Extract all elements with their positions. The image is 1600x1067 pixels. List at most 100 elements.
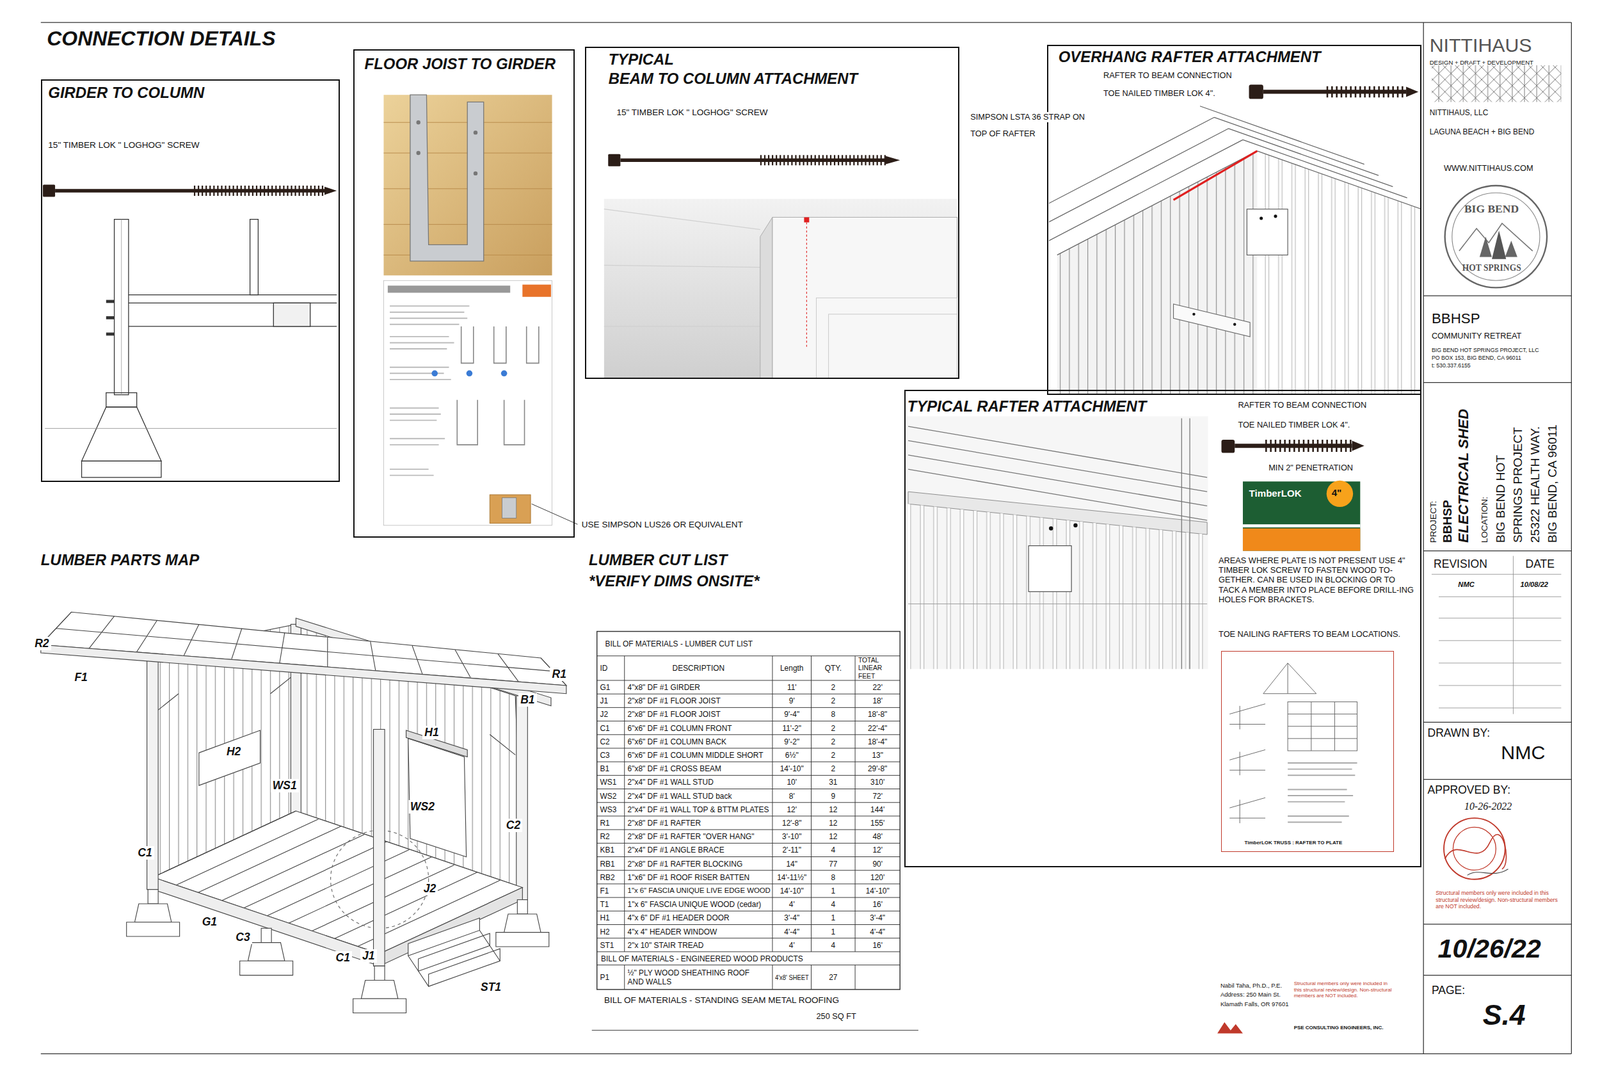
table-cell: 12' <box>786 805 797 815</box>
joist-hanger-photo <box>531 503 578 525</box>
parts-map-drawing <box>126 922 180 937</box>
table-cell: 72' <box>872 791 883 801</box>
beam-column-detail <box>604 209 761 327</box>
parts-map-drawing <box>408 929 500 987</box>
table-cell: 2"x4" DF #1 WALL STUD back <box>627 791 733 801</box>
parts-map-drawing <box>353 998 407 1013</box>
table-cell: 12' <box>872 845 883 855</box>
parts-map-drawing <box>373 728 386 966</box>
table-cell: B1 <box>600 764 610 774</box>
table-cell: 9'-4" <box>784 709 800 719</box>
overhang-rafter-detail <box>1263 89 1407 94</box>
girder-column-detail <box>106 392 137 408</box>
parts-map-drawing <box>152 877 380 967</box>
table-cell: WS2 <box>600 791 617 801</box>
timberlok-reference-sheet <box>1229 749 1266 776</box>
table-cell: 9 <box>830 791 836 801</box>
node-text: NMC <box>1457 580 1474 589</box>
table-cell: 8 <box>830 709 836 719</box>
timberlok-reference-sheet <box>1229 797 1266 824</box>
beam-column-detail <box>604 199 958 379</box>
overhang-rafter-detail <box>1048 106 1421 256</box>
joist-hanger-photo <box>473 171 478 176</box>
table-cell: 14" <box>785 859 798 869</box>
overhang-rafter-detail <box>1057 151 1258 394</box>
callout-label: H1 <box>422 725 441 740</box>
rafter-attachment-detail <box>906 416 1209 669</box>
table-cell: H2 <box>600 927 610 937</box>
girder-column-detail <box>128 295 337 327</box>
callout-label: G1 <box>200 915 220 929</box>
table-cell: TOTAL LINEAR FEET <box>858 656 900 681</box>
node-text: TOE NAILING RAFTERS TO BEAM LOCATIONS. <box>1218 629 1401 639</box>
beam-column-detail <box>885 156 900 165</box>
detail-panel: GIRDER TO COLUMN15" TIMBER LOK " LOGHOG"… <box>40 79 340 482</box>
table-cell: 12 <box>828 805 838 815</box>
node-text: COMMUNITY RETREAT <box>1431 330 1522 341</box>
table-cell: C3 <box>600 750 610 760</box>
table-cell: 6"x8" DF #1 CROSS BEAM <box>627 764 722 774</box>
table-cell: 1"x6" DF #1 ROOF RISER BATTEN <box>627 872 751 882</box>
firm-logo <box>1452 192 1540 281</box>
node-text: RAFTER TO BEAM CONNECTION <box>1237 400 1367 410</box>
cut-list-grid <box>624 656 856 990</box>
engineer-logo <box>1217 1022 1243 1034</box>
girder-column-detail <box>55 188 325 193</box>
rafter-attachment-detail <box>1326 480 1353 507</box>
node-text: BBHSP <box>1431 310 1481 328</box>
table-cell: 3'-4" <box>869 913 886 923</box>
table-cell: 4' <box>789 899 795 909</box>
callout-label: C2 <box>504 818 523 832</box>
table-cell: 6"x6" DF #1 COLUMN MIDDLE SHORT <box>627 750 764 760</box>
table-cell: 4'x8' SHEET <box>775 973 809 982</box>
title-block-cell: REVISIONDATENMC10/08/22 <box>1423 551 1572 723</box>
girder-column-detail <box>42 184 337 477</box>
timberlok-reference-sheet <box>1287 701 1357 751</box>
cut-list-grid <box>597 631 901 989</box>
table-cell: WS3 <box>600 805 617 815</box>
node-text: TYPICAL RAFTER ATTACHMENT <box>907 397 1147 416</box>
overhang-rafter-detail <box>1256 151 1421 394</box>
table-cell: 6½" <box>785 750 799 760</box>
node-text: TimberLOK TRUSS : RAFTER TO PLATE <box>1244 839 1343 847</box>
table-cell: 9'-2" <box>784 737 800 747</box>
node-text: RAFTER TO BEAM CONNECTION <box>1103 70 1232 80</box>
table-cell: F1 <box>600 886 610 896</box>
table-cell: 77 <box>828 859 838 869</box>
firm-logo <box>1431 65 1561 102</box>
table-cell: 10' <box>786 777 797 787</box>
table-cell: 14'-10" <box>780 764 804 774</box>
parts-map-drawing <box>261 928 272 943</box>
callout-label: ST1 <box>478 980 504 994</box>
girder-column-detail <box>273 302 310 327</box>
parts-map-drawing <box>199 730 261 786</box>
node-text: DATE <box>1525 557 1555 571</box>
cut-list-grid <box>597 656 901 966</box>
node-text: TOE NAILED TIMBER LOK 4". <box>1103 88 1216 98</box>
rafter-attachment-detail <box>1073 523 1078 528</box>
table-cell: P1 <box>600 972 610 982</box>
table-cell: QTY. <box>824 663 842 673</box>
sheet-frame <box>1423 295 1572 975</box>
table-cell: KB1 <box>600 845 616 855</box>
table-cell: 12 <box>828 832 838 841</box>
table-cell: J2 <box>600 709 609 719</box>
table-cell: 12'-8" <box>782 818 802 828</box>
girder-column-detail <box>81 407 162 461</box>
parts-map-drawing <box>40 611 567 686</box>
beam-column-detail <box>604 154 958 379</box>
revision-grid <box>1431 556 1561 715</box>
node-text: LOCATION: <box>1479 496 1490 543</box>
sheet-frame <box>1571 22 1572 1054</box>
title-block-cell: 10/26/22 <box>1423 924 1572 976</box>
table-cell: 12 <box>828 818 838 828</box>
rafter-attachment-detail <box>1048 526 1053 530</box>
joist-hanger-photo <box>416 151 421 155</box>
table-cell: RB1 <box>600 859 616 869</box>
table-cell: 14'-10" <box>780 886 804 896</box>
table-cell: 2"x8" DF #1 RAFTER BLOCKING <box>627 859 744 869</box>
node-text: ELECTRICAL SHED <box>1455 408 1473 543</box>
cut-list-grid <box>592 631 919 1030</box>
beam-column-detail <box>760 216 773 379</box>
title-block-cell: PAGE:S.4 <box>1423 975 1572 1055</box>
